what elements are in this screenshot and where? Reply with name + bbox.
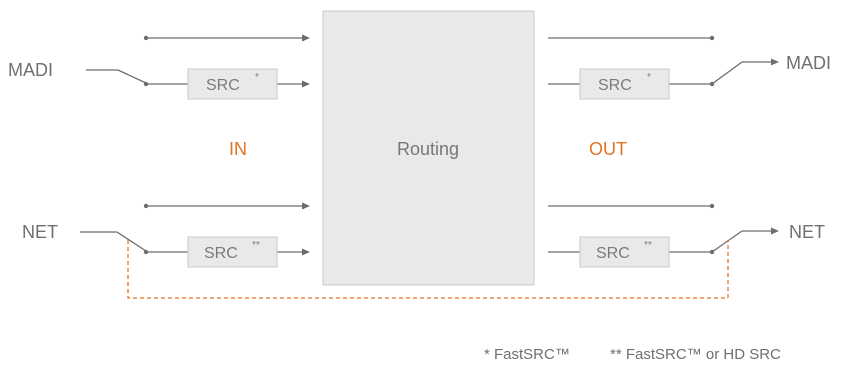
src-block-net-in: SRC **: [187, 236, 278, 268]
net-input-bypass-path: [143, 202, 310, 210]
routing-label: Routing: [397, 139, 459, 159]
net-output-bypass-path: [548, 203, 715, 209]
net-output-label: NET: [789, 222, 825, 242]
madi-input-label: MADI: [8, 60, 53, 80]
out-section-label: OUT: [589, 139, 627, 159]
madi-output-switch: [711, 58, 779, 85]
net-output-switch: [711, 227, 779, 253]
madi-input-src-path: [143, 80, 310, 88]
src-block-net-out: SRC **: [579, 236, 670, 268]
src-label: SRC: [206, 77, 240, 94]
madi-output-label: MADI: [786, 53, 831, 73]
routing-block: [322, 10, 535, 286]
in-section-label: IN: [229, 139, 247, 159]
footnote-fastsrc-or-hd: ** FastSRC™ or HD SRC: [610, 346, 781, 363]
footnote-fastsrc: * FastSRC™: [484, 346, 570, 363]
src-block-madi-out: SRC *: [579, 68, 670, 100]
net-input-switch: [80, 231, 147, 252]
madi-input-switch: [86, 69, 147, 84]
src-label: SRC: [598, 77, 632, 94]
net-link-dashed-path: [127, 240, 729, 299]
src-footnote-mark: **: [252, 240, 260, 251]
madi-input-bypass-path: [143, 34, 310, 42]
src-block-madi-in: SRC *: [187, 68, 278, 100]
net-input-src-path: [143, 248, 310, 256]
src-footnote-mark: **: [644, 240, 652, 251]
src-footnote-mark: *: [647, 72, 651, 83]
madi-output-bypass-path: [548, 35, 715, 41]
net-input-label: NET: [22, 222, 58, 242]
src-label: SRC: [204, 245, 238, 262]
src-label: SRC: [596, 245, 630, 262]
src-footnote-mark: *: [255, 72, 259, 83]
